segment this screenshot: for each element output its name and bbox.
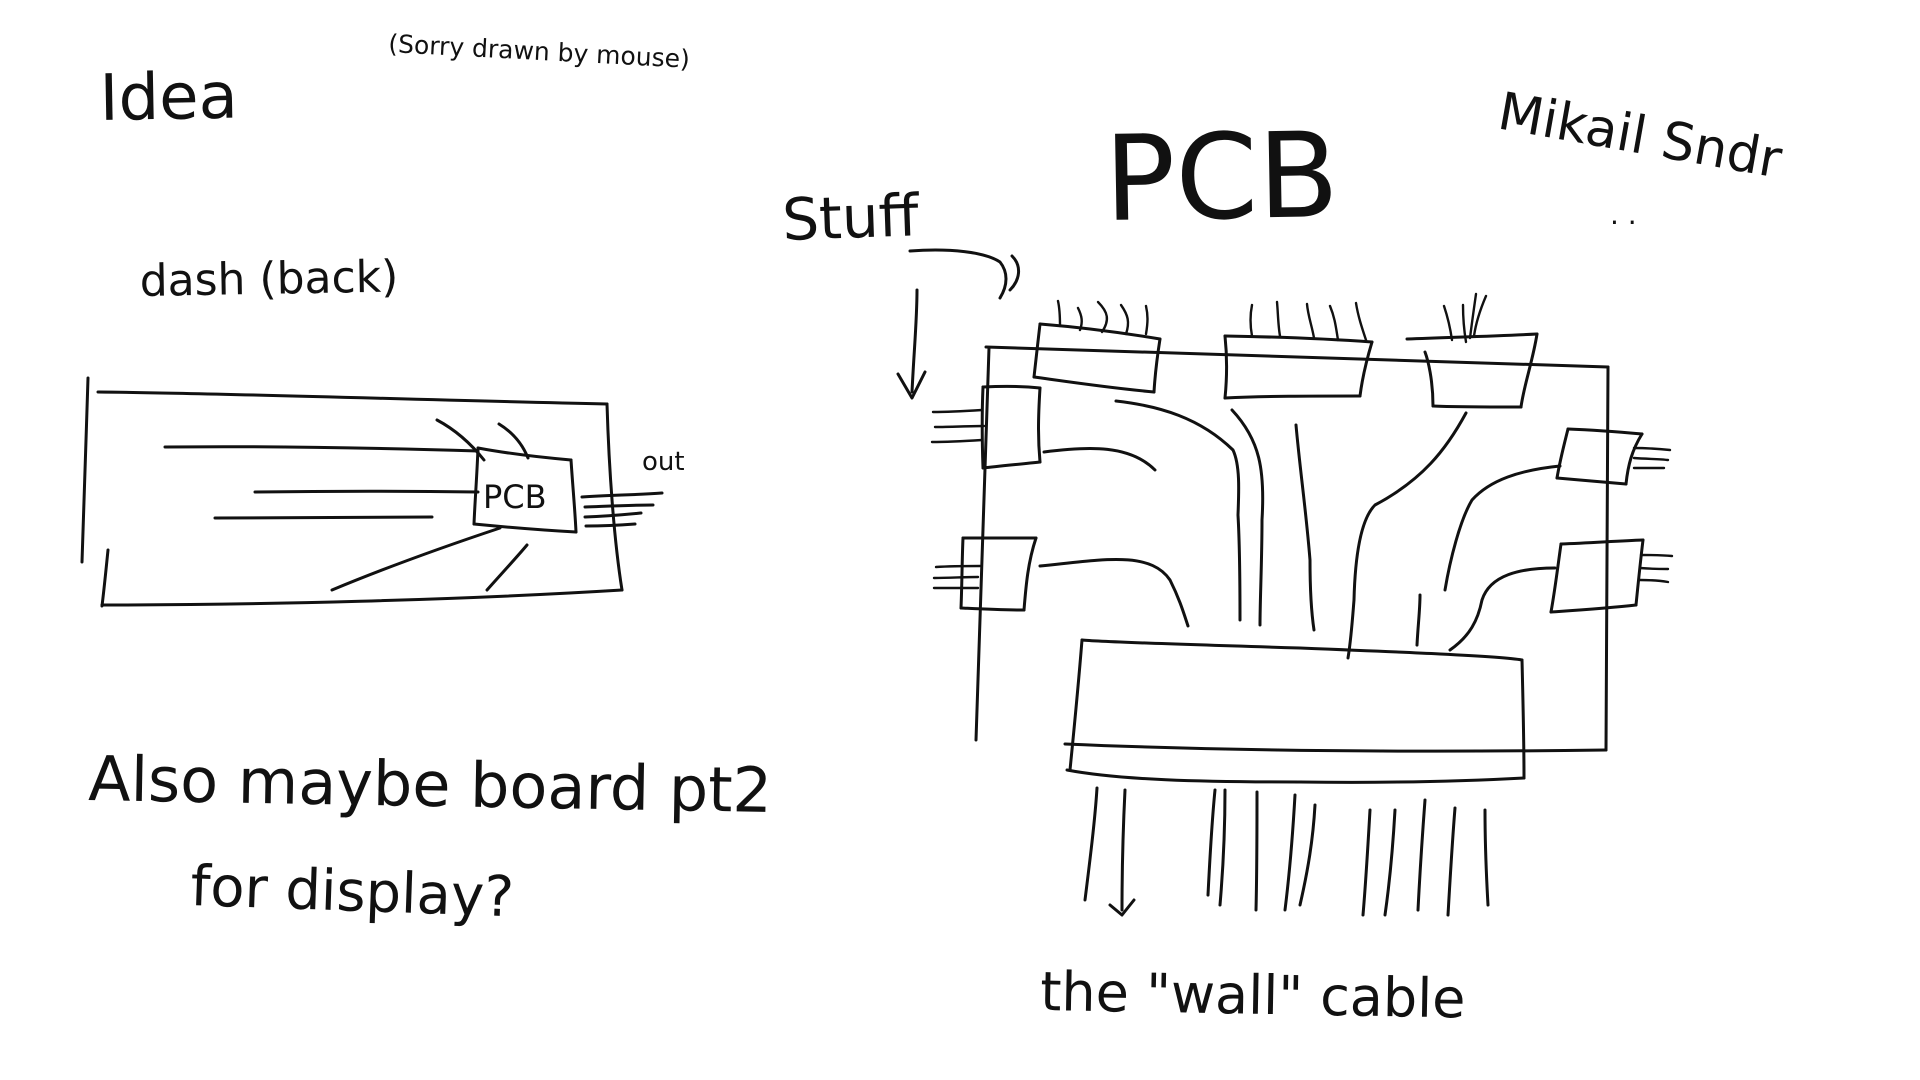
apology-note: (Sorry drawn by mouse) bbox=[388, 29, 691, 74]
left-out-wires bbox=[582, 493, 662, 526]
dash-label: dash (back) bbox=[139, 251, 398, 307]
author-mark: · · bbox=[1610, 206, 1637, 239]
stuff-label: Stuff bbox=[781, 181, 922, 254]
note-line-1: Also maybe board pt2 bbox=[88, 742, 773, 827]
cable-wires bbox=[1085, 788, 1488, 915]
note-line-2: for display? bbox=[190, 854, 515, 930]
out-label: out bbox=[642, 447, 685, 477]
author-signature: Mikail Sndr bbox=[1494, 82, 1787, 191]
left-pcb-label: PCB bbox=[483, 478, 547, 516]
cable-connector bbox=[1067, 640, 1524, 782]
right-connectors bbox=[1551, 429, 1643, 612]
top-connector-pins bbox=[1058, 294, 1486, 342]
cable-label: the "wall" cable bbox=[1040, 960, 1466, 1030]
stuff-arrows bbox=[898, 250, 1019, 398]
idea-title: Idea bbox=[99, 60, 238, 136]
main-pcb-title: PCB bbox=[1103, 106, 1340, 248]
top-connectors bbox=[1034, 324, 1537, 407]
internal-traces bbox=[1040, 401, 1560, 658]
left-connector-pins bbox=[932, 410, 984, 588]
